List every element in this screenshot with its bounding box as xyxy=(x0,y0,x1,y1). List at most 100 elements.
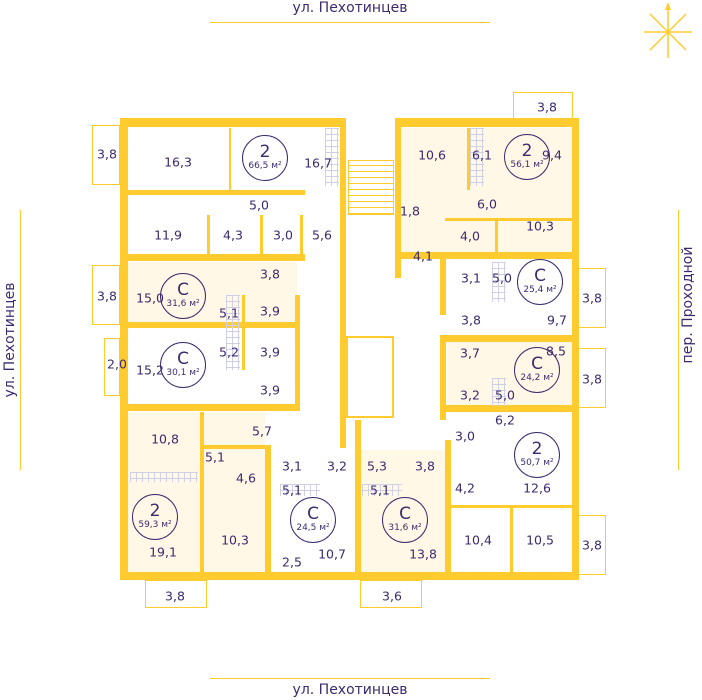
apartment-type: 2 xyxy=(531,439,543,459)
apartment-type: 2 xyxy=(259,142,271,162)
balcony xyxy=(360,580,422,608)
bathroom-tiles xyxy=(280,484,320,496)
wall xyxy=(355,420,361,575)
room-area: 3,8 xyxy=(260,266,280,282)
apartment-area: 31,6 м² xyxy=(388,523,422,533)
room-area: 6,2 xyxy=(495,412,515,428)
highlight-apt-59-3 xyxy=(127,412,265,572)
room-area: 5,1 xyxy=(219,305,239,321)
wall xyxy=(120,254,305,261)
street-label-bottom: ул. Пехотинцев xyxy=(292,682,408,698)
balcony xyxy=(578,268,606,328)
room-area: 10,4 xyxy=(464,532,492,548)
wall xyxy=(510,505,513,573)
room-area: 4,3 xyxy=(223,227,243,243)
bathroom-tiles xyxy=(492,378,506,406)
wall xyxy=(495,218,498,254)
room-area: 6,0 xyxy=(477,196,497,212)
wall xyxy=(120,322,300,328)
highlight-studio-31-6 xyxy=(127,262,297,324)
wall xyxy=(400,252,572,259)
street-line-bottom xyxy=(210,678,490,679)
street-line-left xyxy=(20,210,21,470)
room-area: 11,9 xyxy=(154,227,182,243)
balcony xyxy=(513,92,573,122)
wall xyxy=(260,215,263,257)
wall xyxy=(295,295,300,410)
wall xyxy=(229,128,231,192)
room-area: 5,1 xyxy=(282,482,302,498)
balcony xyxy=(145,580,207,608)
room-area: 10,7 xyxy=(318,546,346,562)
street-label-left: ул. Пехотинцев xyxy=(2,282,18,398)
wall xyxy=(120,118,345,127)
balcony-area: 3,8 xyxy=(537,99,557,115)
room-area: 6,1 xyxy=(472,147,492,163)
bathroom-tiles xyxy=(130,472,198,482)
room-area: 16,7 xyxy=(304,155,332,171)
balcony-area: 2,0 xyxy=(107,356,127,372)
apartment-area: 30,1 м² xyxy=(166,368,200,378)
apartment-type: 2 xyxy=(521,141,533,161)
room-area: 9,4 xyxy=(542,147,562,163)
wall xyxy=(440,335,572,342)
wall xyxy=(120,572,578,580)
wall xyxy=(467,128,470,190)
wall xyxy=(200,412,204,572)
bathroom-tiles xyxy=(226,295,240,370)
room-area: 5,6 xyxy=(312,227,332,243)
room-area: 5,0 xyxy=(249,197,269,213)
street-label-right: пер. Проходной xyxy=(680,246,696,364)
room-area: 5,0 xyxy=(492,270,512,286)
wall xyxy=(300,215,303,257)
room-area: 16,3 xyxy=(164,154,192,170)
room-area: 4,6 xyxy=(236,470,256,486)
wall xyxy=(440,405,572,412)
room-area: 15,0 xyxy=(136,290,164,306)
apartment-area: 24,2 м² xyxy=(520,373,554,383)
bathroom-tiles xyxy=(325,128,339,186)
room-area: 3,9 xyxy=(260,344,280,360)
bathroom-tiles xyxy=(362,484,402,496)
street-label-top: ул. Пехотинцев xyxy=(292,0,408,16)
bathroom-tiles xyxy=(470,128,484,186)
room-area: 5,1 xyxy=(205,449,225,465)
street-line-right xyxy=(678,210,679,470)
room-area: 3,2 xyxy=(327,458,347,474)
wall xyxy=(200,445,270,449)
apartment-type: С xyxy=(307,504,319,524)
wall xyxy=(207,215,210,257)
room-area: 3,8 xyxy=(461,312,481,328)
apartment-type: 2 xyxy=(149,501,161,521)
street-line-top xyxy=(210,22,490,23)
wall xyxy=(120,404,300,411)
bathroom-tiles xyxy=(492,262,506,302)
room-area: 5,1 xyxy=(370,482,390,498)
wall xyxy=(440,255,446,315)
apartment-area: 50,7 м² xyxy=(520,458,554,468)
room-area: 3,8 xyxy=(415,458,435,474)
wall xyxy=(120,118,128,580)
elevator-shaft xyxy=(346,336,394,418)
apartment-type: С xyxy=(177,280,189,300)
room-area: 9,7 xyxy=(547,312,567,328)
balcony-area: 3,8 xyxy=(582,290,602,306)
balcony-area: 3,6 xyxy=(382,588,402,604)
balcony-area: 3,8 xyxy=(97,288,117,304)
room-area: 3,7 xyxy=(460,345,480,361)
balcony-area: 3,8 xyxy=(97,146,117,162)
room-area: 10,8 xyxy=(151,431,179,447)
compass-star-icon xyxy=(644,2,692,58)
wall xyxy=(440,340,446,420)
apartment-type: С xyxy=(177,349,189,369)
